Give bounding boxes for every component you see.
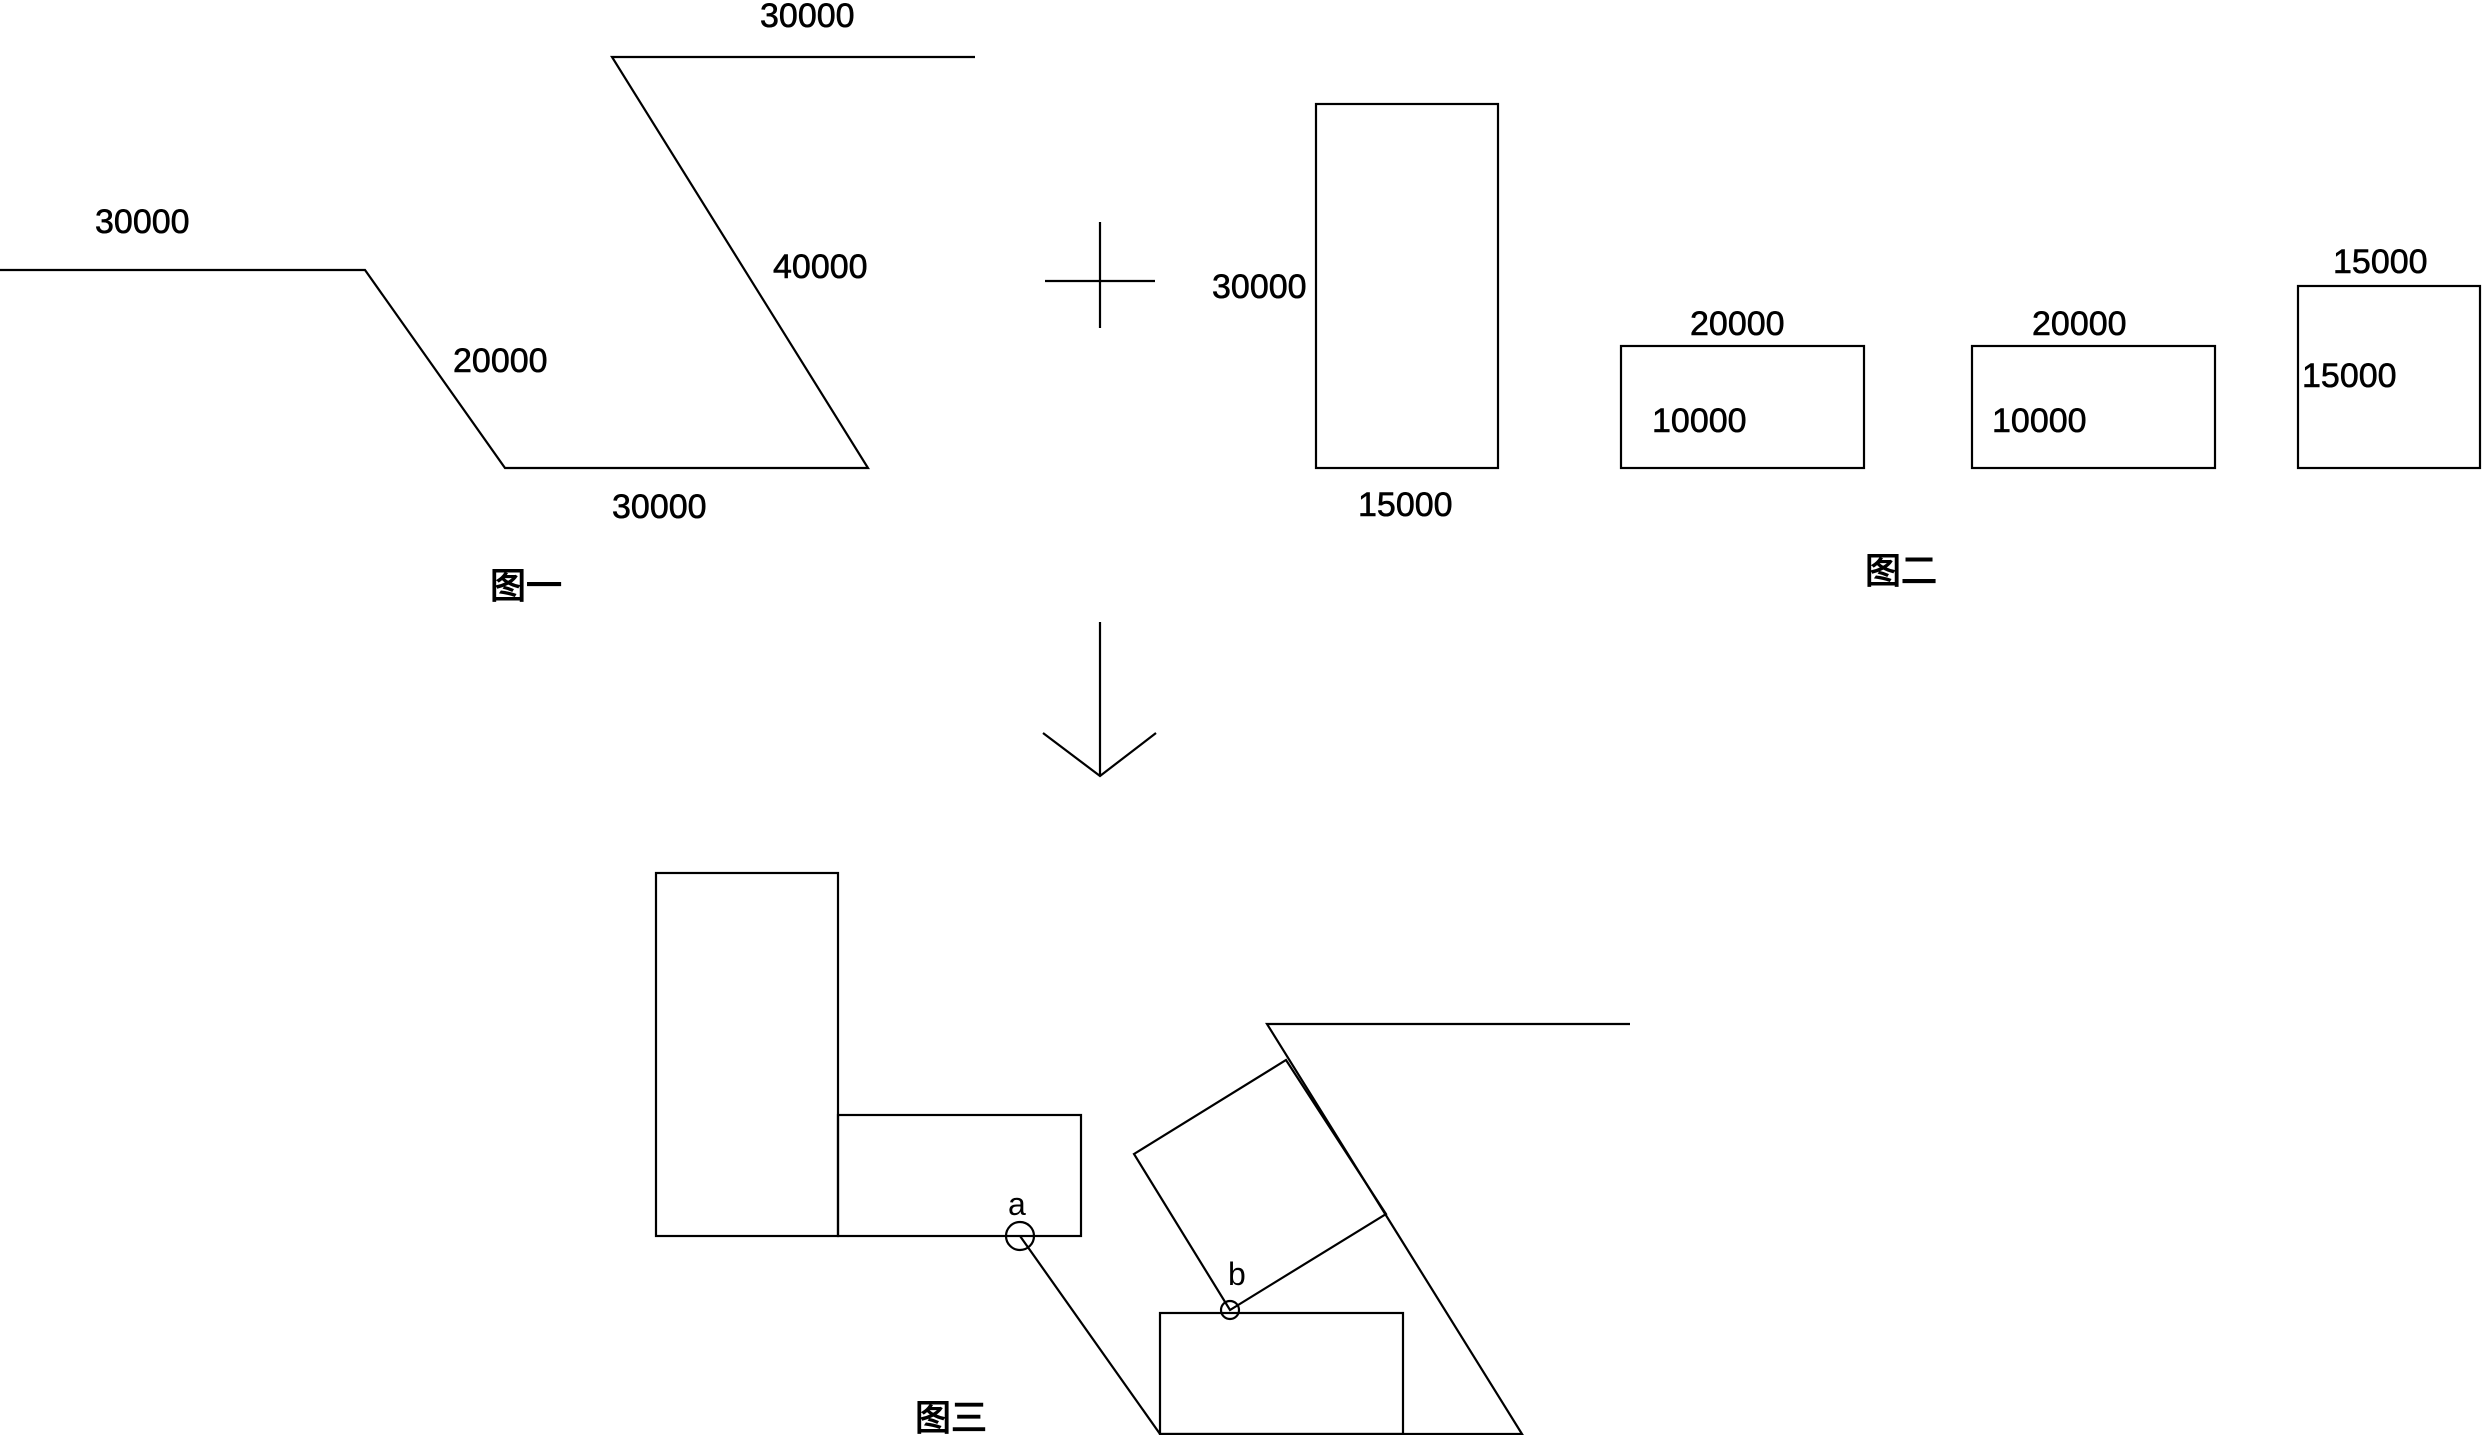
fig2-rect-tall-width-label: 15000 (1358, 486, 1453, 524)
fig1-outline-left (0, 55, 975, 470)
fig1-label-bottom: 30000 (612, 488, 707, 526)
fig2-rect-tall-height-label: 30000 (1212, 268, 1307, 306)
fig2-rect-a-width-label: 20000 (1690, 305, 1785, 343)
fig1-caption: 图一 (490, 566, 562, 607)
fig1-label-short-slant: 20000 (453, 342, 548, 380)
fig2-rect-tall (1314, 102, 1500, 470)
fig2-square-width-label: 15000 (2333, 243, 2428, 281)
fig2-rect-a-height-label: 10000 (1652, 402, 1747, 440)
fig3-point-a-marker (1004, 1220, 1036, 1252)
fig3-road-outline (1019, 1022, 1630, 1435)
fig3-point-b-marker (1219, 1299, 1241, 1321)
fig2-square-height-label: 15000 (2302, 357, 2397, 395)
fig1-label-left-top: 30000 (95, 203, 190, 241)
figure-one: 30000 30000 40000 20000 30000 图一 (0, 0, 975, 607)
fig3-point-b-label: b (1228, 1256, 1246, 1292)
fig1-label-long-slant: 40000 (773, 248, 868, 286)
fig3-caption: 图三 (915, 1398, 987, 1435)
fig3-rect-attached (836, 1113, 1083, 1238)
fig3-rect-bottom (1158, 1311, 1405, 1435)
fig2-rect-b (1970, 344, 2217, 470)
down-arrow-icon (1042, 622, 1157, 778)
fig3-point-a-label: a (1008, 1186, 1026, 1222)
fig2-square (2296, 284, 2482, 470)
fig2-rect-a (1619, 344, 1866, 470)
figure-three: a b 图三 (654, 871, 1630, 1435)
figure-two: 30000 15000 20000 10000 20000 10000 1500… (1212, 102, 2482, 592)
fig3-rect-tall (654, 871, 840, 1238)
fig1-label-top: 30000 (760, 0, 855, 35)
fig2-rect-b-height-label: 10000 (1992, 402, 2087, 440)
fig3-square-rotated (1132, 1058, 1388, 1312)
plus-sign-icon (1045, 222, 1155, 328)
fig2-caption: 图二 (1865, 551, 1937, 592)
fig2-rect-b-width-label: 20000 (2032, 305, 2127, 343)
